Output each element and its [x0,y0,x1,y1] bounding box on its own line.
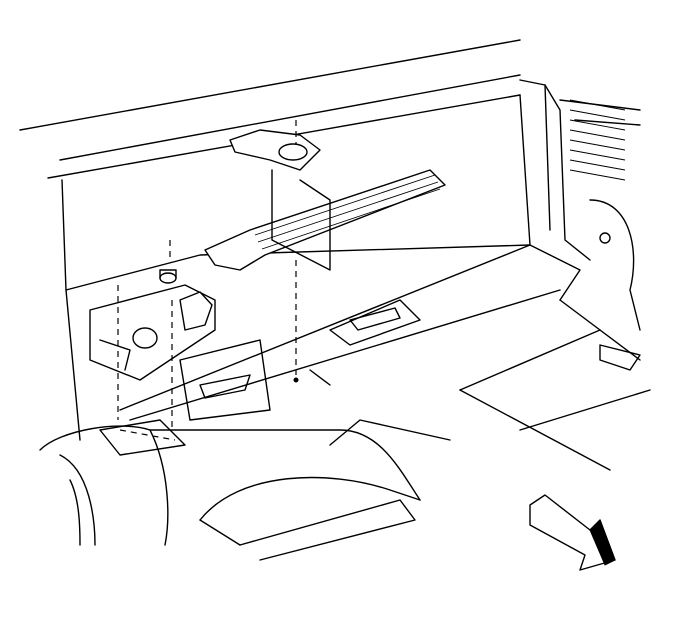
bed-floor [119,244,651,471]
wheel-housing [39,419,451,561]
upper-bracket [229,120,331,383]
rear-corner-panel [519,79,641,371]
front-direction-arrow-icon [529,494,616,571]
step-bar [204,169,446,271]
latch-assembly [89,240,216,456]
